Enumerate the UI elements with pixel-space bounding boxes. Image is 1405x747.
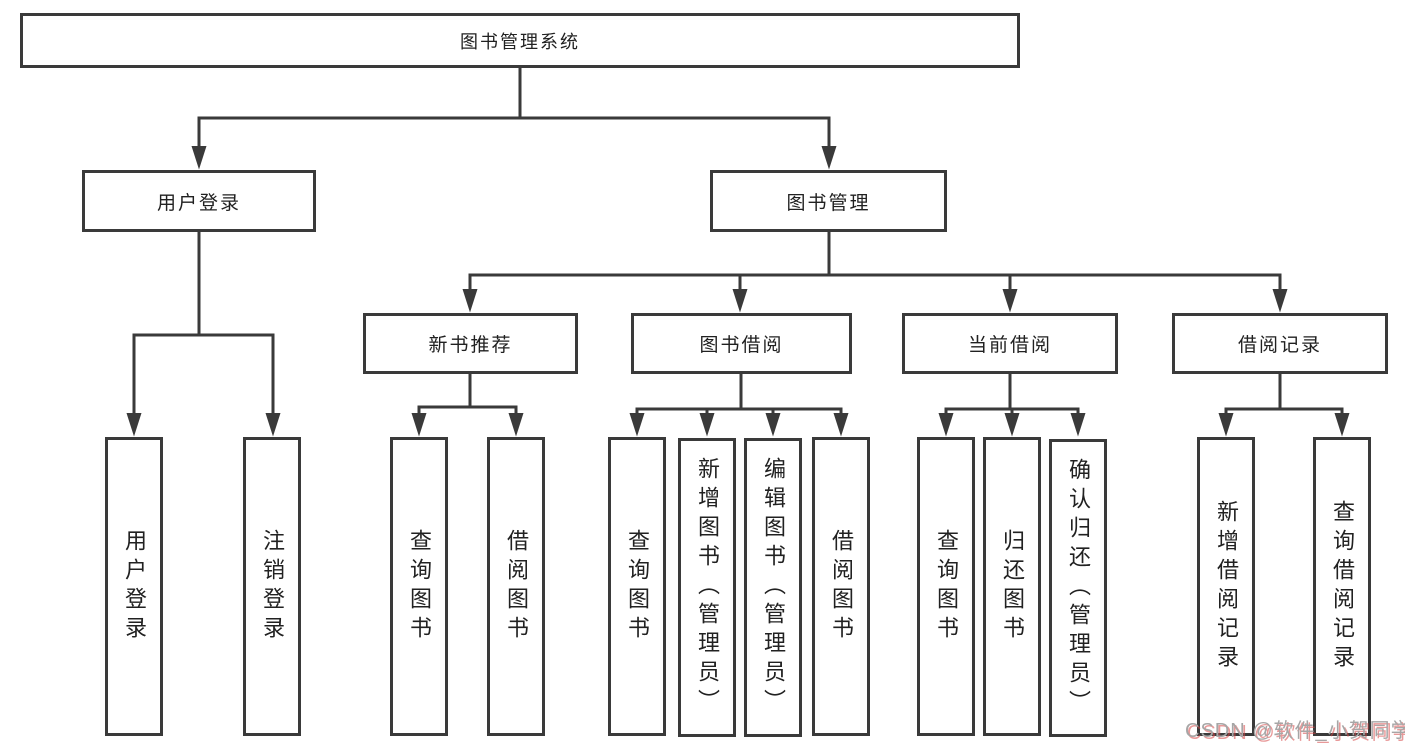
- leaf-query-books-current: 查询图书: [917, 437, 975, 736]
- node-root: 图书管理系统: [20, 13, 1020, 68]
- connector-borrowing-to-leaves-arrowheads: [629, 413, 849, 437]
- leaf-add-borrow-record: 新增借阅记录: [1197, 437, 1255, 736]
- leaf-confirm-return-admin: 确认归还（管理员）: [1049, 439, 1107, 737]
- connector-current-to-leaves-lines: [944, 374, 1080, 415]
- node-borrowing-records: 借阅记录: [1172, 313, 1388, 374]
- connector-borrowing-to-leaves-lines: [635, 374, 843, 415]
- leaf-user-login: 用户登录: [105, 437, 163, 736]
- leaf-query-borrow-record: 查询借阅记录: [1313, 437, 1371, 736]
- leaf-borrow-books-borrowing: 借阅图书: [812, 437, 870, 736]
- leaf-logout-login: 注销登录: [243, 437, 301, 736]
- connector-bookmgmt-to-level3-lines: [468, 232, 1282, 292]
- connector-userlogin-to-leaves-lines: [132, 232, 275, 414]
- node-new-book-recommend: 新书推荐: [363, 313, 578, 374]
- connector-userlogin-to-leaves-arrowheads: [126, 413, 281, 437]
- leaf-return-books: 归还图书: [983, 437, 1041, 736]
- connector-records-to-leaves-lines: [1224, 374, 1344, 415]
- connector-bookmgmt-to-level3-arrowheads: [462, 289, 1288, 313]
- node-user-login: 用户登录: [82, 170, 316, 232]
- connector-root-to-level2-arrowheads: [191, 146, 837, 170]
- connector-root-to-level2-lines: [197, 68, 831, 150]
- node-book-management: 图书管理: [710, 170, 947, 232]
- leaf-borrow-books-recommend: 借阅图书: [487, 437, 545, 736]
- node-book-borrowing: 图书借阅: [631, 313, 852, 374]
- leaf-edit-book-admin: 编辑图书（管理员）: [744, 438, 802, 737]
- connector-records-to-leaves-arrowheads: [1218, 413, 1350, 437]
- node-current-borrowing: 当前借阅: [902, 313, 1118, 374]
- connector-current-to-leaves-arrowheads: [938, 413, 1086, 437]
- csdn-watermark: CSDN @软件_小贺同学: [1185, 720, 1405, 742]
- connector-newbook-to-leaves-lines: [417, 374, 518, 415]
- leaf-query-books-borrowing: 查询图书: [608, 437, 666, 736]
- leaf-add-book-admin: 新增图书（管理员）: [678, 438, 736, 737]
- connector-newbook-to-leaves-arrowheads: [411, 413, 524, 437]
- leaf-query-books-recommend: 查询图书: [390, 437, 448, 736]
